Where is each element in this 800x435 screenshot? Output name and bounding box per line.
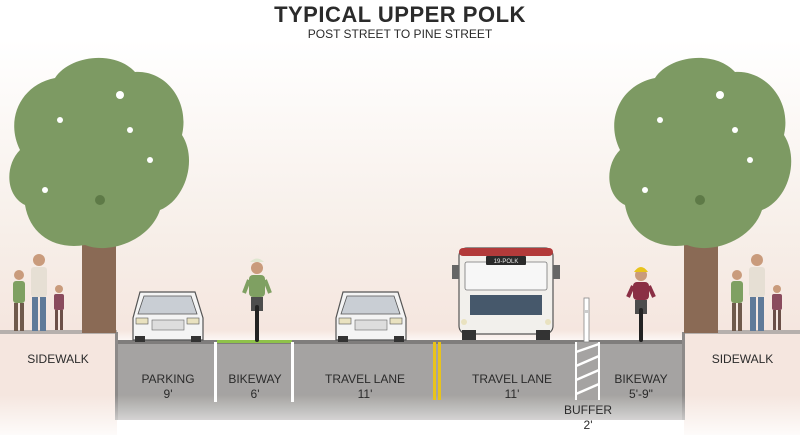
bike-lane-edge-left — [217, 340, 292, 343]
bus-sign: 19-POLK — [494, 259, 519, 265]
bus-icon: 19-POLK — [452, 247, 560, 340]
segment-name: TRAVEL LANE — [471, 372, 553, 386]
tree-icon — [9, 57, 190, 333]
segment-label-travel-lane-left: TRAVEL LANE 11' — [300, 372, 430, 402]
roadway — [0, 330, 800, 435]
segment-width: 2' — [583, 418, 593, 432]
segment-name: SIDEWALK — [711, 352, 774, 366]
car-icon — [132, 291, 204, 342]
segment-width: 11' — [357, 387, 373, 401]
page-title: TYPICAL UPPER POLK — [274, 2, 526, 27]
center-line-2 — [438, 342, 441, 400]
tree-icon — [609, 57, 792, 333]
segment-label-sidewalk-left: SIDEWALK — [0, 352, 116, 367]
segment-name: TRAVEL LANE — [324, 372, 406, 386]
segment-label-bikeway-right: BIKEWAY 5'-9" — [604, 372, 678, 402]
pedestrian-family-icon — [13, 254, 64, 331]
page-subtitle: POST STREET TO PINE STREET — [307, 27, 493, 41]
bollard-icon — [583, 297, 590, 343]
center-line-1 — [433, 342, 436, 400]
segment-label-parking: PARKING 9' — [124, 372, 212, 402]
car-icon — [335, 291, 407, 342]
segment-width: 11' — [504, 387, 520, 401]
cyclist-icon — [242, 258, 272, 342]
segment-label-sidewalk-right: SIDEWALK — [685, 352, 800, 367]
segment-name: BIKEWAY — [614, 372, 668, 386]
segment-label-buffer: BUFFER 2' — [556, 403, 620, 433]
lane-line-bike — [291, 342, 294, 402]
segment-label-bikeway-left: BIKEWAY 6' — [218, 372, 292, 402]
buffer-hatching — [575, 342, 600, 400]
segment-name: SIDEWALK — [27, 352, 89, 366]
segment-label-travel-lane-right: TRAVEL LANE 11' — [448, 372, 576, 402]
lane-line-parking — [214, 342, 217, 402]
segment-width: 9' — [163, 387, 173, 401]
segment-name: BIKEWAY — [228, 372, 282, 386]
pedestrian-family-icon — [731, 254, 782, 331]
segment-name: BUFFER — [564, 403, 612, 417]
cyclist-icon — [626, 267, 656, 342]
segment-name: PARKING — [141, 372, 195, 386]
segment-width: 5'-9" — [629, 387, 653, 401]
segment-width: 6' — [250, 387, 260, 401]
